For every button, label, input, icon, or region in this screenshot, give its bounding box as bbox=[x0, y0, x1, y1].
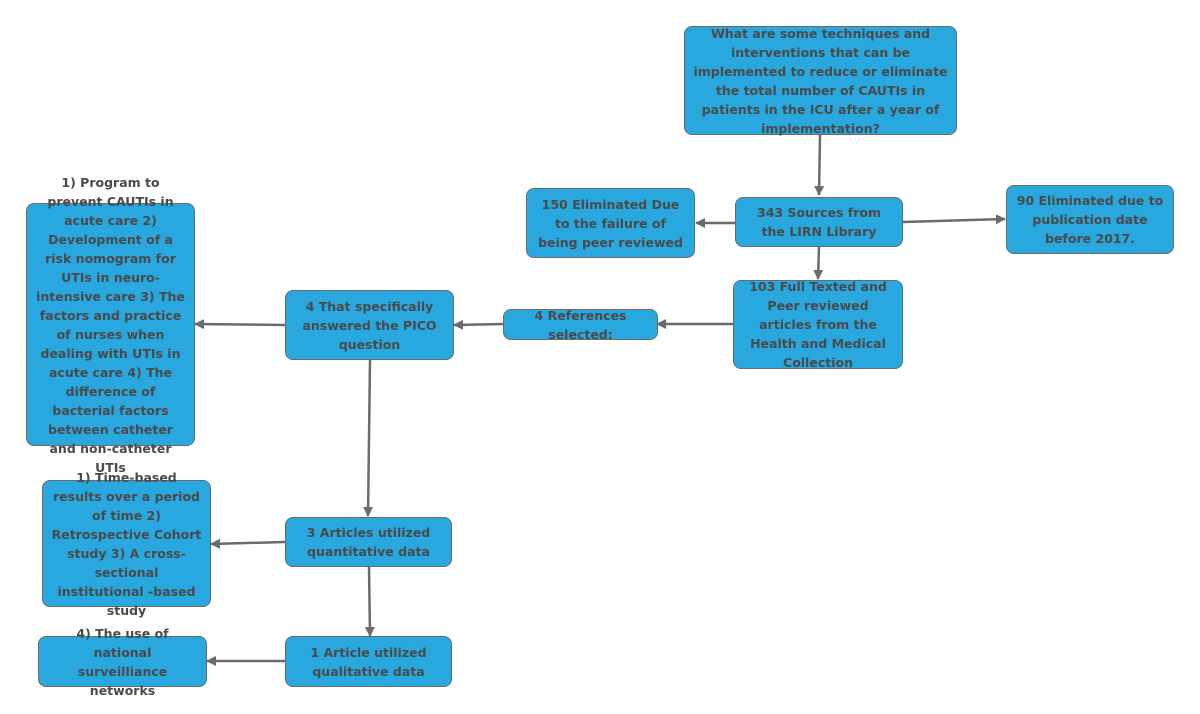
quantitative-text: 3 Articles utilized quantitative data bbox=[306, 525, 431, 559]
quantitative-box: 3 Articles utilized quantitative data bbox=[285, 517, 452, 567]
research-question-text: What are some techniques and interventio… bbox=[693, 25, 948, 136]
references-selected-text: 4 References selected: bbox=[534, 307, 627, 342]
qualitative-box: 1 Article utilized qualitative data bbox=[285, 636, 452, 687]
eliminated-peer-box: 150 Eliminated Due to the failure of bei… bbox=[526, 188, 695, 258]
qualitative-text: 1 Article utilized qualitative data bbox=[310, 644, 427, 679]
sources-text: 343 Sources from the LIRN Library bbox=[757, 205, 881, 239]
qualitative-list-box: 4) The use of national surveilliance net… bbox=[38, 626, 207, 698]
pico-articles-list-box: 1) Program to prevent CAUTIs in acute ca… bbox=[26, 175, 195, 475]
arrow-selected-to-pico bbox=[453, 319, 504, 330]
quantitative-list-text: 1) Time-based results over a period of t… bbox=[51, 469, 202, 618]
eliminated-date-text: 90 Eliminated due to publication date be… bbox=[1016, 193, 1164, 246]
arrow-quant-to-qual bbox=[364, 566, 375, 637]
arrow-question-to-sources bbox=[814, 134, 825, 196]
qualitative-list-text: 4) The use of national surveilliance net… bbox=[76, 625, 169, 698]
arrow-pico-to-quant bbox=[363, 359, 374, 517]
pico-text: 4 That specifically answered the PICO qu… bbox=[302, 298, 437, 352]
fulltext-text: 103 Full Texted and Peer reviewed articl… bbox=[749, 279, 887, 370]
research-question-box: What are some techniques and interventio… bbox=[684, 25, 957, 136]
arrow-sources-to-fulltext bbox=[813, 246, 824, 280]
arrow-sources-to-elim-date bbox=[902, 214, 1006, 225]
sources-box: 343 Sources from the LIRN Library bbox=[735, 197, 903, 247]
quantitative-list-box: 1) Time-based results over a period of t… bbox=[42, 470, 211, 618]
arrow-pico-to-list bbox=[194, 319, 286, 330]
fulltext-box: 103 Full Texted and Peer reviewed articl… bbox=[733, 279, 903, 370]
pico-box: 4 That specifically answered the PICO qu… bbox=[285, 290, 454, 360]
eliminated-peer-text: 150 Eliminated Due to the failure of bei… bbox=[538, 196, 683, 250]
arrow-quant-to-list bbox=[210, 538, 286, 549]
pico-articles-list-text: 1) Program to prevent CAUTIs in acute ca… bbox=[36, 174, 185, 475]
eliminated-date-box: 90 Eliminated due to publication date be… bbox=[1006, 185, 1174, 254]
references-selected-box: 4 References selected: bbox=[503, 308, 658, 342]
